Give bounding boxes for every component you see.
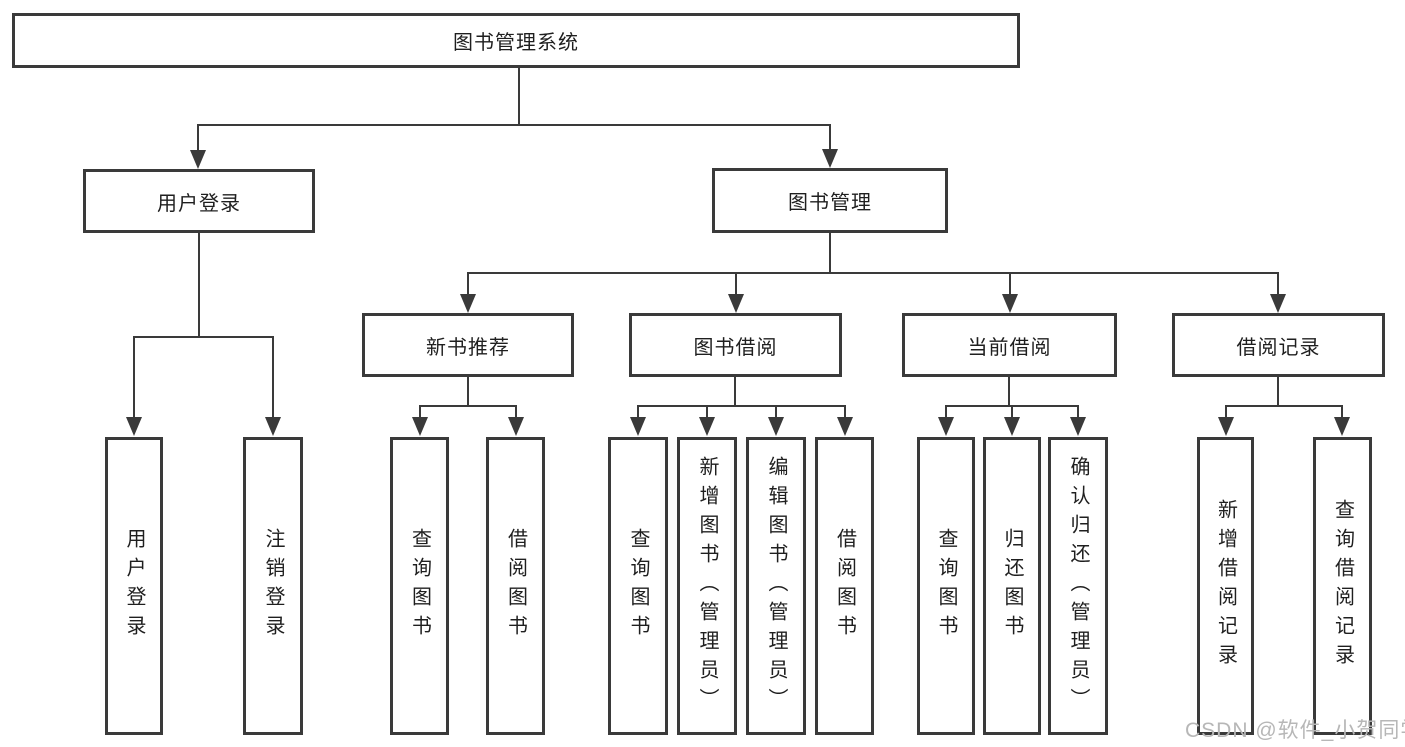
connector-line xyxy=(467,272,1279,274)
arrowhead-down-icon xyxy=(126,417,142,436)
leaf-query-borrow-record: 查询借阅记录 xyxy=(1313,437,1372,735)
connector-line xyxy=(734,377,736,406)
connector-line xyxy=(1277,377,1279,406)
node-book-borrowing: 图书借阅 xyxy=(629,313,842,377)
node-book-management: 图书管理 xyxy=(712,168,948,233)
connector-line xyxy=(133,336,274,338)
connector-line xyxy=(735,272,737,297)
node-library-management-system: 图书管理系统 xyxy=(12,13,1020,68)
leaf-query-books-recommend: 查询图书 xyxy=(390,437,449,735)
connector-line xyxy=(945,405,947,419)
leaf-query-books-current: 查询图书 xyxy=(917,437,975,735)
arrowhead-down-icon xyxy=(1002,294,1018,313)
connector-line xyxy=(1011,405,1013,419)
connector-line xyxy=(1225,405,1342,407)
connector-line xyxy=(197,124,831,126)
arrowhead-down-icon xyxy=(768,417,784,436)
arrowhead-down-icon xyxy=(265,417,281,436)
connector-line xyxy=(1077,405,1079,419)
arrowhead-down-icon xyxy=(699,417,715,436)
arrowhead-down-icon xyxy=(1004,417,1020,436)
arrowhead-down-icon xyxy=(508,417,524,436)
connector-line xyxy=(637,405,639,419)
arrowhead-down-icon xyxy=(837,417,853,436)
connector-line xyxy=(467,272,469,297)
leaf-return-books: 归还图书 xyxy=(983,437,1041,735)
connector-line xyxy=(1341,405,1343,419)
connector-line xyxy=(518,68,520,126)
csdn-watermark: CSDN @软件_小贺同学 xyxy=(1185,719,1405,742)
connector-line xyxy=(706,405,708,419)
connector-line xyxy=(133,336,135,418)
connector-line xyxy=(515,405,517,419)
leaf-add-borrow-record: 新增借阅记录 xyxy=(1197,437,1254,735)
leaf-user-login: 用户登录 xyxy=(105,437,163,735)
connector-line xyxy=(844,405,846,419)
arrowhead-down-icon xyxy=(1218,417,1234,436)
connector-line xyxy=(1008,377,1010,406)
connector-line xyxy=(775,405,777,419)
node-borrowing-records: 借阅记录 xyxy=(1172,313,1385,377)
connector-line xyxy=(197,124,199,152)
arrowhead-down-icon xyxy=(412,417,428,436)
arrowhead-down-icon xyxy=(1270,294,1286,313)
arrowhead-down-icon xyxy=(630,417,646,436)
arrowhead-down-icon xyxy=(822,149,838,168)
connector-line xyxy=(1277,272,1279,297)
leaf-edit-books-admin: 编辑图书（管理员） xyxy=(746,437,806,735)
arrowhead-down-icon xyxy=(1070,417,1086,436)
connector-line xyxy=(198,233,200,337)
connector-line xyxy=(467,377,469,406)
leaf-query-books-borrowing: 查询图书 xyxy=(608,437,668,735)
arrowhead-down-icon xyxy=(728,294,744,313)
arrowhead-down-icon xyxy=(190,150,206,169)
connector-line xyxy=(637,405,845,407)
connector-line xyxy=(829,233,831,274)
leaf-confirm-return-admin: 确认归还（管理员） xyxy=(1048,437,1108,735)
connector-line xyxy=(1009,272,1011,297)
node-current-borrowing: 当前借阅 xyxy=(902,313,1117,377)
leaf-borrow-books-recommend: 借阅图书 xyxy=(486,437,545,735)
leaf-add-books-admin: 新增图书（管理员） xyxy=(677,437,737,735)
arrowhead-down-icon xyxy=(1334,417,1350,436)
arrowhead-down-icon xyxy=(938,417,954,436)
arrowhead-down-icon xyxy=(460,294,476,313)
connector-line xyxy=(829,124,831,151)
node-user-login: 用户登录 xyxy=(83,169,315,233)
connector-line xyxy=(419,405,517,407)
leaf-borrow-books-borrowing: 借阅图书 xyxy=(815,437,874,735)
connector-line xyxy=(272,336,274,418)
connector-line xyxy=(1225,405,1227,419)
connector-line xyxy=(419,405,421,419)
leaf-logout: 注销登录 xyxy=(243,437,303,735)
node-new-book-recommendation: 新书推荐 xyxy=(362,313,574,377)
